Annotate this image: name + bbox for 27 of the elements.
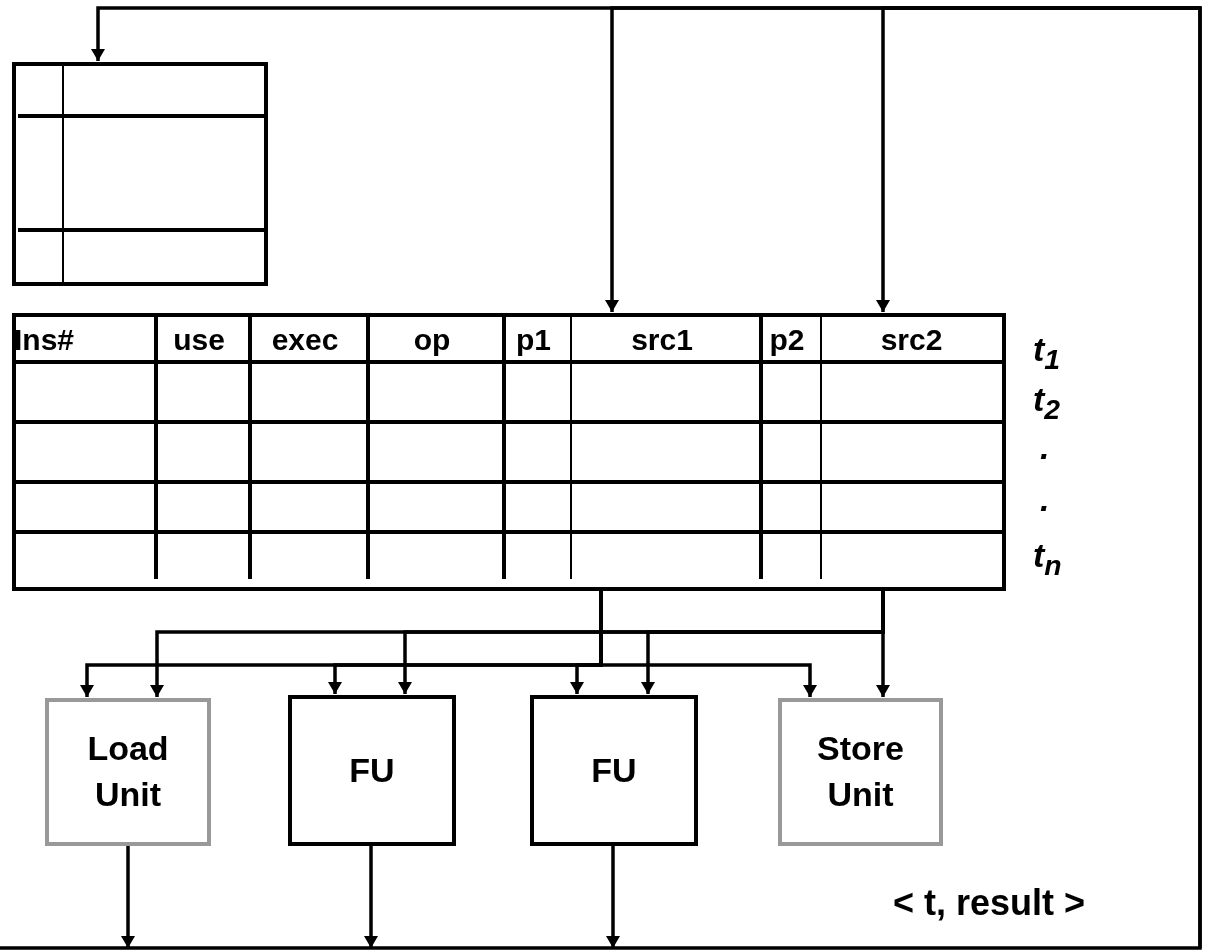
- register-status-table: [12, 62, 268, 286]
- arrow: [876, 6, 1200, 312]
- store-unit-box: Store Unit: [778, 698, 943, 846]
- reservation-station-table: [12, 313, 1006, 591]
- column-header: src2: [879, 322, 944, 358]
- arrow: [606, 846, 620, 948]
- load-unit-box: Load Unit: [45, 698, 211, 846]
- column-header: p1: [515, 322, 552, 358]
- row-tag-label: .: [1040, 428, 1050, 467]
- column-header: op: [412, 322, 452, 358]
- functional-unit-box: FU: [288, 695, 456, 846]
- arrow: [0, 6, 1202, 950]
- arrow: [599, 591, 817, 697]
- row-tag-label: t$_{1}$: [1033, 330, 1061, 376]
- row-tag-label: t$_{n}$: [1033, 536, 1062, 582]
- row-tag-label: t$_{2}$: [1033, 380, 1061, 426]
- row-tag-label: .: [1040, 480, 1050, 519]
- column-header: p2: [768, 322, 806, 358]
- column-header: use: [172, 322, 226, 358]
- column-header: src1: [630, 322, 694, 358]
- functional-unit-box: FU: [530, 695, 698, 846]
- arrow: [364, 846, 378, 948]
- arrow: [876, 591, 890, 697]
- column-header: exec: [270, 322, 340, 358]
- arrow: [605, 6, 1202, 948]
- arrow: [121, 846, 135, 948]
- result-bus-label: < t, result >: [893, 882, 1086, 924]
